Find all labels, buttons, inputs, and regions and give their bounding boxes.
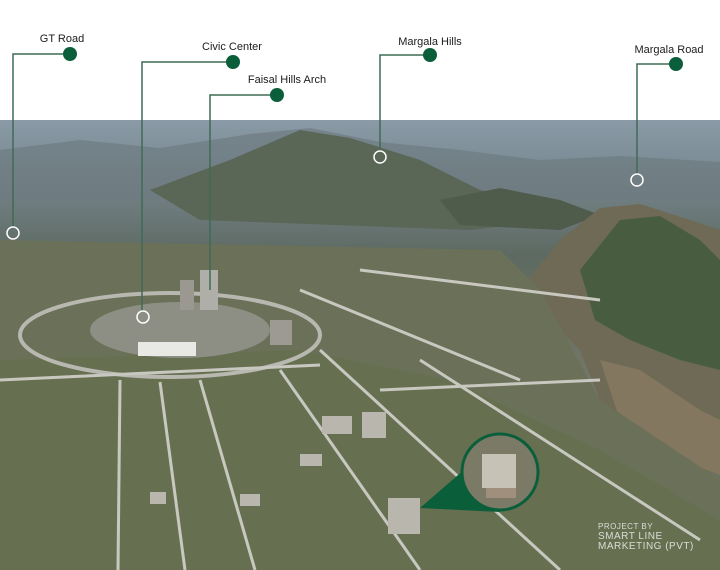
callout-label-margala-road: Margala Road (634, 44, 704, 56)
callout-label-margala-hills: Margala Hills (398, 36, 462, 48)
margala-hills-leader (379, 54, 430, 152)
margala-hills-dot (423, 48, 437, 62)
roads (0, 268, 701, 570)
civic-center-leader (141, 61, 233, 312)
margala-hills-marker (373, 150, 387, 164)
civic-center-dot (226, 55, 240, 69)
callout-label-civic-center: Civic Center (202, 41, 262, 53)
faisal-hills-arch-leader (209, 94, 277, 290)
civic-center-ring (18, 291, 322, 379)
watermark-line2: MARKETING (PVT) (598, 541, 694, 552)
margala-road-leader (636, 63, 676, 175)
faisal-hills-arch-dot (270, 88, 284, 102)
watermark-line1: SMART LINE (598, 531, 663, 542)
callout-label-gt-road: GT Road (39, 33, 85, 45)
watermark: PROJECT BY SMART LINE MARKETING (PVT) (598, 522, 694, 552)
watermark-prefix: PROJECT BY (598, 522, 654, 531)
gt-road-dot (63, 47, 77, 61)
callout-label-faisal-hills-arch: Faisal Hills Arch (247, 74, 327, 86)
gt-road-marker (6, 226, 20, 240)
margala-road-dot (669, 57, 683, 71)
aerial-photo (0, 120, 720, 570)
ridge (440, 188, 600, 230)
aerial-scenery (0, 128, 720, 570)
gt-road-leader (12, 53, 70, 228)
civic-center-marker (136, 310, 150, 324)
margala-road-marker (630, 173, 644, 187)
